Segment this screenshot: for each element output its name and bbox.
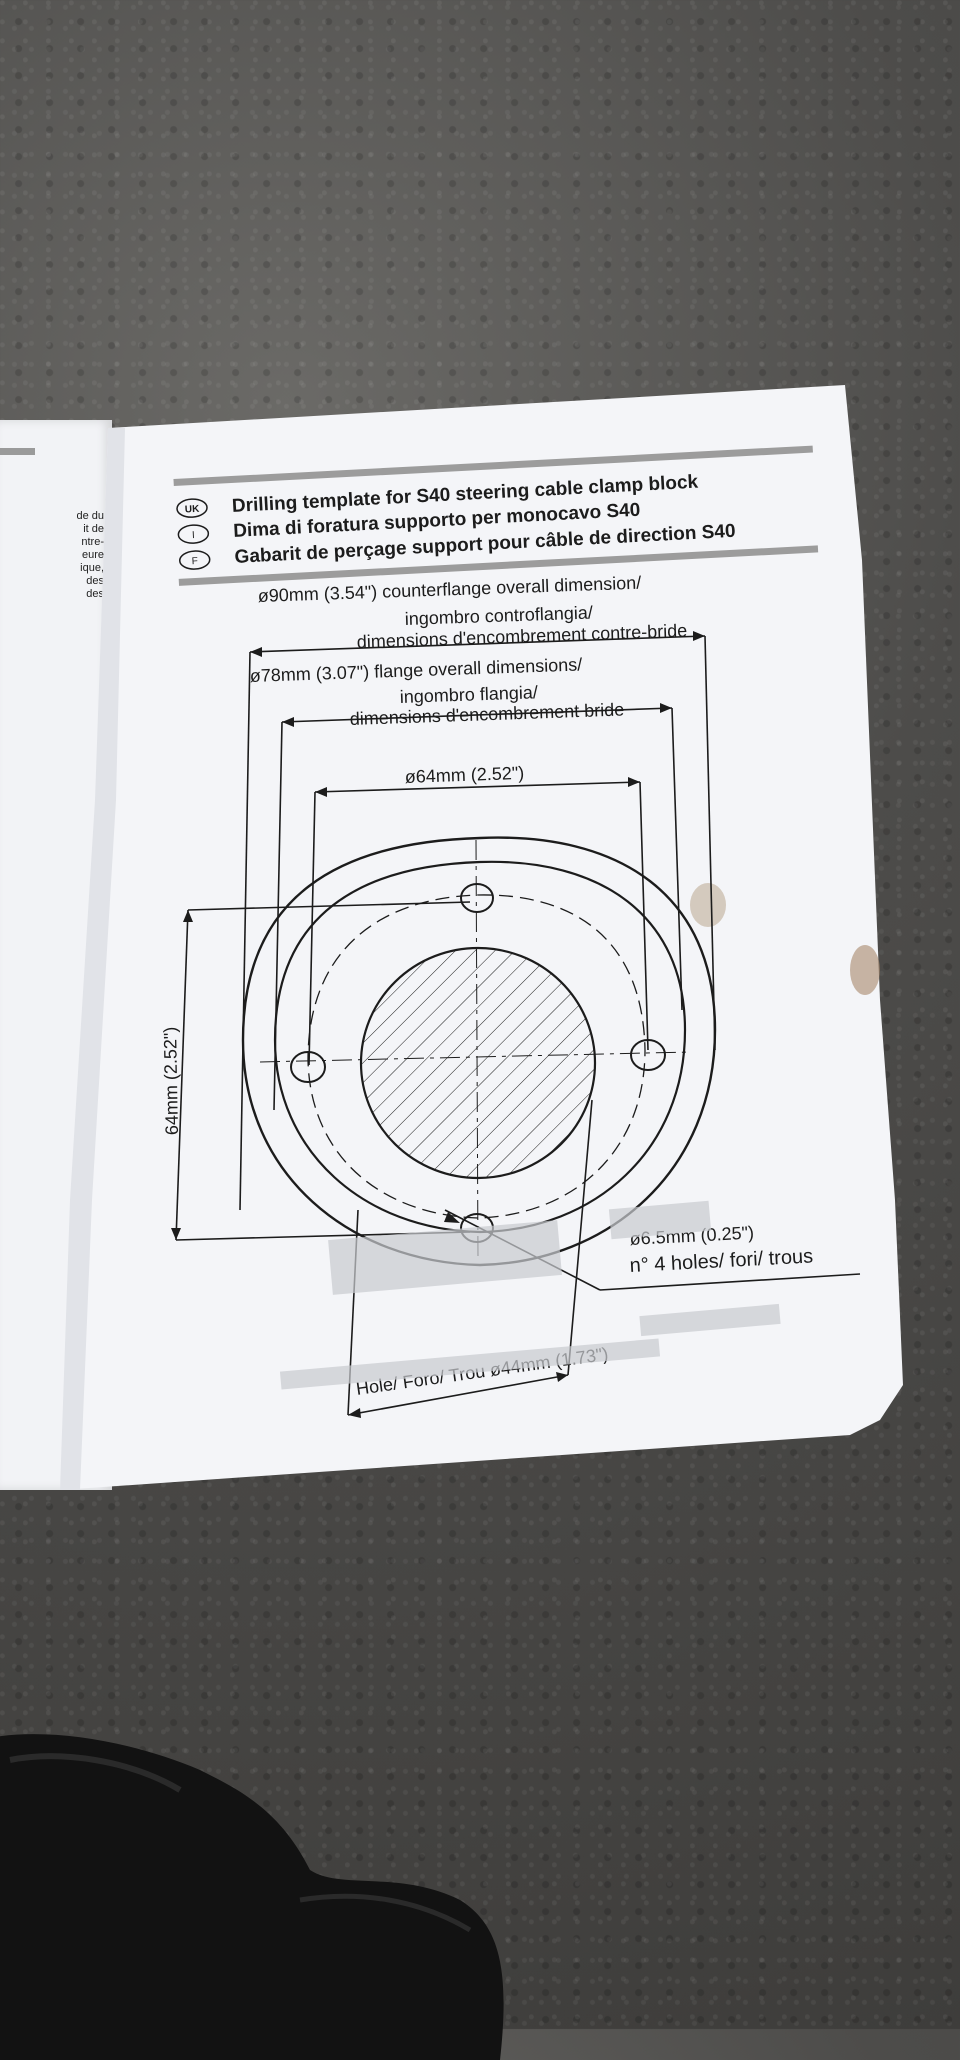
left-text-line: de du [76,510,104,522]
flange-label-it: ingombro flangia/ [399,682,538,707]
stain [690,883,726,927]
flange-dim-line [281,707,673,723]
center-hole-dim-line [347,1374,569,1416]
vertical-centerline [475,839,479,1261]
center-hole [359,946,597,1180]
bolt-hole-top [460,883,494,913]
arrow-icon [693,631,705,641]
bolt-hole-left [290,1051,326,1083]
arrow-icon [348,1408,361,1418]
left-text-line: ntre- [81,536,104,548]
uk-tag: UK [185,504,201,516]
left-text-line: des [86,588,104,600]
bolt-ext-left [308,791,316,1066]
arrow-icon [660,703,672,713]
black-glove [0,1734,504,2060]
fr-flag-icon [178,550,211,570]
it-tag: I [192,530,195,541]
header-top-bar [173,445,813,487]
center-hole-ext-right [567,1099,593,1376]
counterflange-ext-left [239,651,251,1211]
left-page-bar [0,448,35,455]
counterflange-dim-line [249,635,706,653]
bolt-circle [307,894,646,1219]
arrow-icon [250,647,262,657]
vertical-dim-line [175,909,189,1241]
flange-ext-right [671,707,683,1011]
left-text-line: ique, [80,562,104,574]
left-text-line: des [86,575,104,587]
arrowheads [171,631,705,1418]
stain [850,945,880,995]
bolt-circle-dim-line [314,781,641,793]
bolt-circle-label: ø64mm (2.52") [404,763,524,787]
vertical-dimension-label: 64mm (2.52") [160,1027,182,1136]
fr-tag: F [191,556,198,567]
paper-fold-shadow [60,428,125,1490]
counterflange-ext-right [704,635,716,1051]
it-flag-icon [177,524,210,544]
arrow-icon [183,910,193,922]
arrow-icon [282,717,294,727]
left-text-line: eure [81,549,104,561]
header-bottom-bar [178,545,819,586]
hole-leader-underline [599,1273,861,1291]
left-text-line: it de [83,523,104,535]
arrow-icon [556,1372,568,1382]
arrow-icon [171,1228,181,1240]
arrow-icon [315,787,327,797]
arrow-icon [628,777,640,787]
show-through-logo [279,1200,781,1390]
bolt-hole-right [630,1039,666,1071]
uk-flag-icon [176,498,208,518]
left-page-text: de du it de ntre- eure ique, des des [24,510,104,601]
